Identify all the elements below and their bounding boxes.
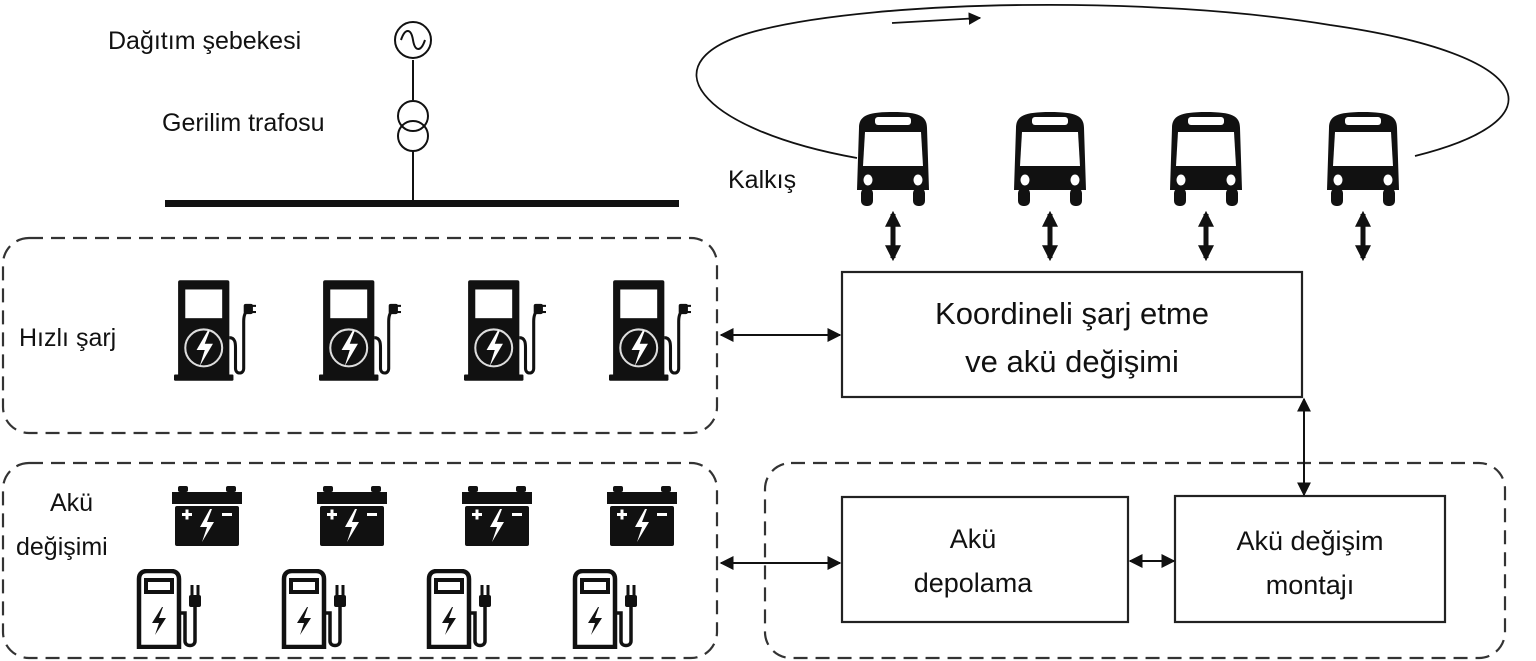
storage-assembly-boundary: [763, 461, 1507, 660]
bus-icon: [1014, 112, 1086, 206]
swap-assembly-label-line1: Akü değişim: [1236, 526, 1383, 556]
coordinator-block: Koordineli şarj etme ve akü değişimi: [840, 270, 1304, 399]
swap-charger-icon: [284, 571, 346, 647]
swap-charger-icon: [575, 571, 637, 647]
transformer-icon: [397, 100, 429, 152]
coordinator-box: [840, 270, 1304, 399]
battery-icon: [317, 486, 387, 546]
fast-charging-group: Hızlı şarj: [1, 236, 719, 435]
battery-icon: [462, 486, 532, 546]
coordinator-label-line2: ve akü değişimi: [965, 344, 1179, 379]
ac-source-icon: [394, 21, 432, 59]
battery-swap-group: Akü değişimi: [1, 461, 719, 660]
coordinator-label-line1: Koordineli şarj etme: [935, 296, 1209, 331]
busbar: [165, 200, 679, 207]
battery-storage-label-line2: depolama: [914, 568, 1034, 598]
battery-swap-boundary: [1, 461, 719, 660]
fast-charger-icon: [464, 280, 546, 383]
fast-charger-icon: [319, 280, 401, 383]
battery-storage-label-line1: Akü: [950, 524, 997, 554]
distribution-grid-label: Dağıtım şebekesi: [108, 27, 301, 55]
fast-charging-boundary: [1, 236, 719, 435]
swap-assembly-label-line2: montajı: [1266, 570, 1355, 600]
fast-charger-icon: [174, 280, 256, 383]
fast-charger-icon: [609, 280, 691, 383]
grid-section: Dağıtım şebekesi Gerilim trafosu: [108, 21, 679, 207]
battery-storage-box: [840, 495, 1130, 624]
battery-swap-label-line2: değişimi: [16, 533, 108, 561]
battery-icon: [172, 486, 242, 546]
fast-charging-label: Hızlı şarj: [19, 324, 116, 352]
connectors: [719, 328, 1311, 570]
swap-assembly-box: [1173, 494, 1447, 624]
departure-label: Kalkış: [728, 166, 796, 194]
route-loop: [695, 3, 1510, 159]
transformer-label: Gerilim trafosu: [162, 109, 325, 137]
battery-swap-label-line1: Akü: [50, 489, 93, 517]
bus-route: Kalkış: [695, 3, 1510, 262]
swap-charger-icon: [429, 571, 491, 647]
swap-charger-icon: [139, 571, 201, 647]
battery-icon: [607, 486, 677, 546]
bus-icon: [1170, 112, 1242, 206]
bus-icon: [857, 112, 929, 206]
storage-assembly-group: Akü depolama Akü değişim montajı: [763, 461, 1507, 660]
bus-icon: [1327, 112, 1399, 206]
route-direction-arrow-icon: [891, 12, 982, 25]
